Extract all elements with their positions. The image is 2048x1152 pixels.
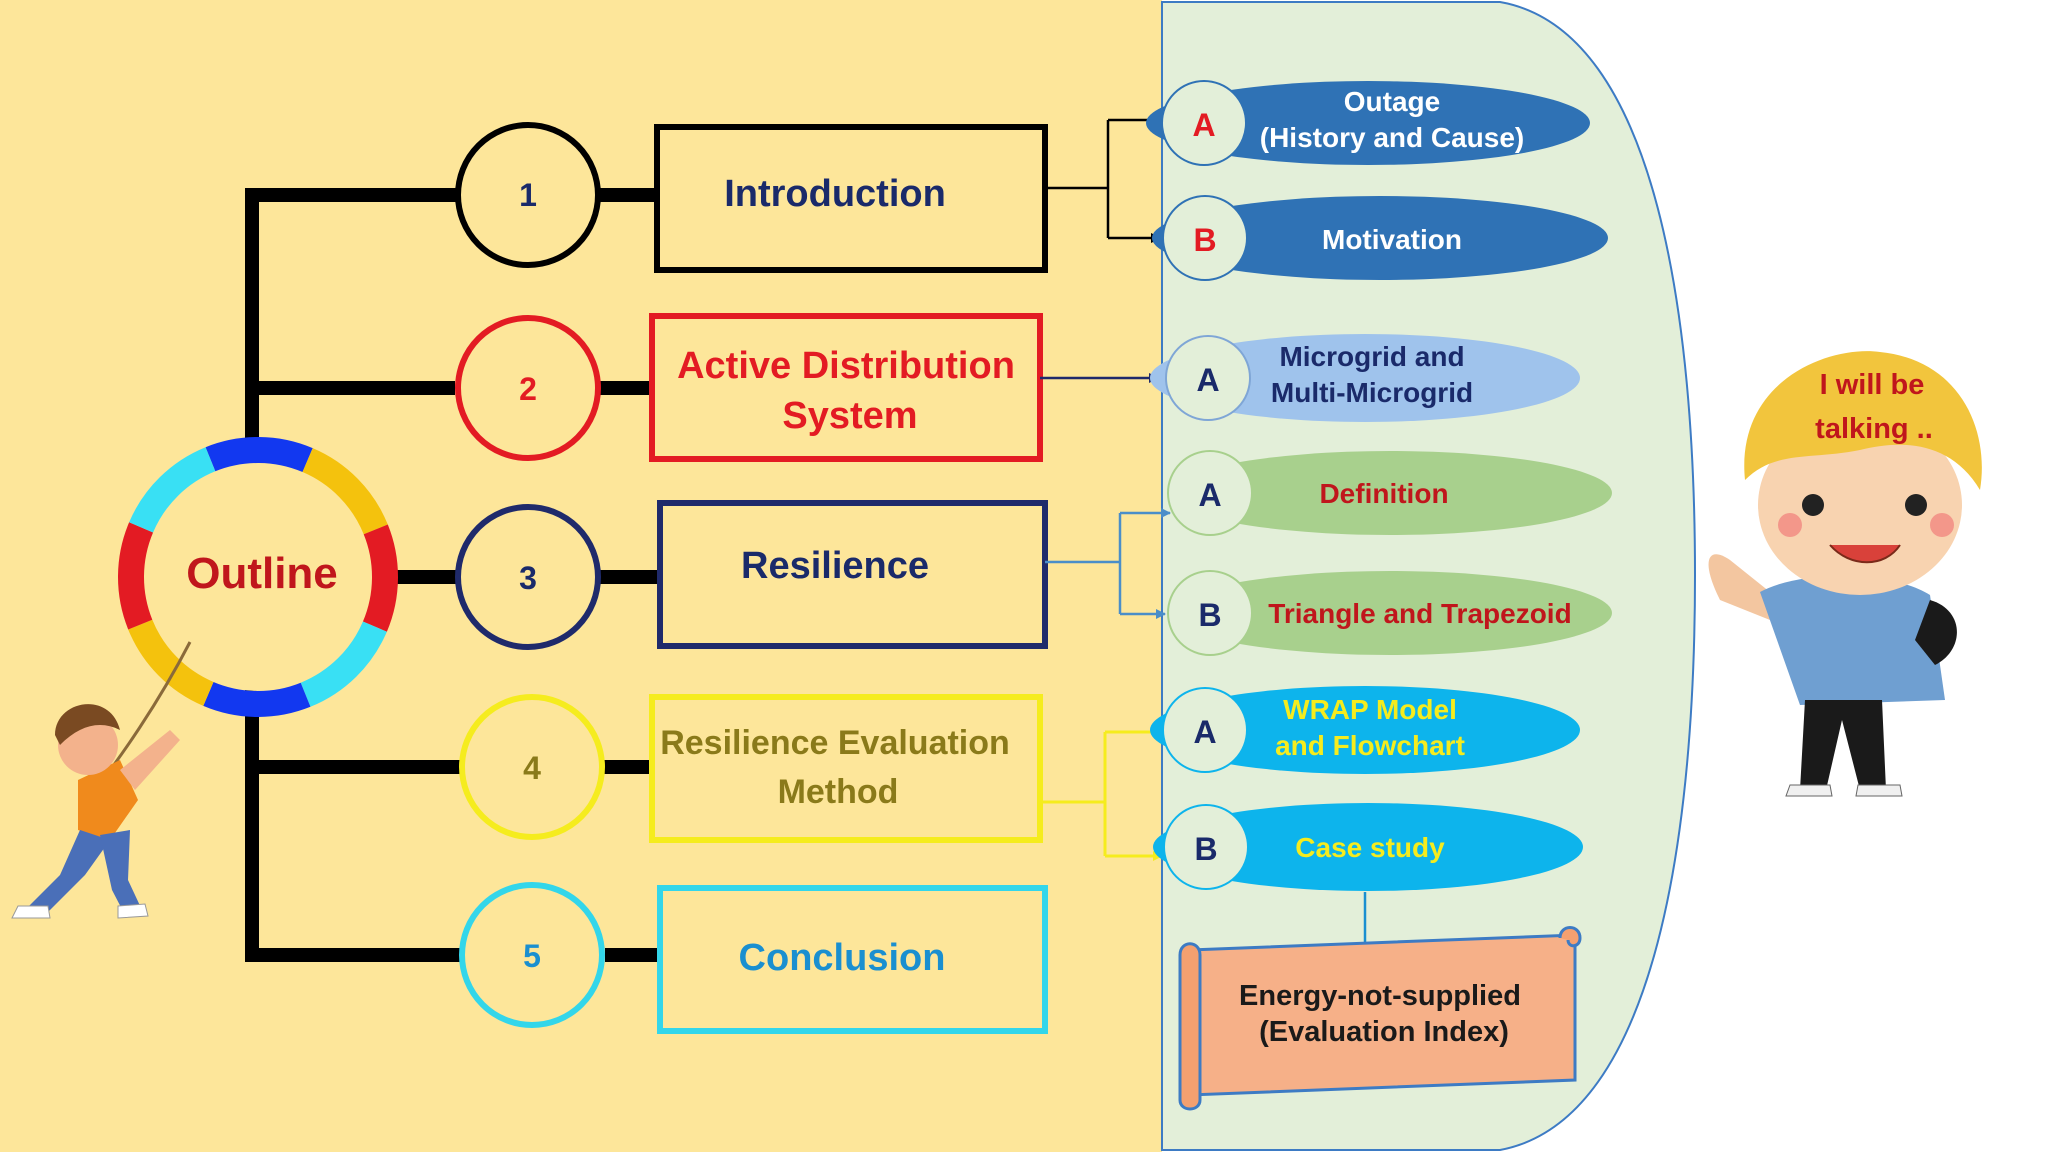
outline-label: Outline (186, 549, 338, 598)
section-box (649, 313, 1043, 462)
subtopic-letter: A (1196, 362, 1219, 398)
subtopic-letter: B (1193, 222, 1216, 258)
ring-center (144, 463, 372, 691)
subtopic-label: Outage (1344, 86, 1440, 117)
tree-connectors (245, 188, 658, 962)
ring-segment (129, 447, 216, 533)
subtopic-label: Microgrid and (1279, 341, 1464, 372)
section-number-circle (455, 122, 601, 268)
section-number: 3 (519, 560, 537, 596)
section-number: 2 (519, 371, 537, 407)
section-number-circle (459, 882, 605, 1028)
section-box (657, 500, 1048, 649)
section-title: Active Distribution (677, 345, 1015, 387)
subtopic-letter: B (1194, 831, 1217, 867)
subtopic-pill: B Triangle and Trapezoid (1167, 570, 1612, 656)
speech-text: I will be (1820, 369, 1925, 401)
section-number: 1 (519, 177, 537, 213)
ring-segment (300, 621, 387, 707)
evaluation-index-scroll: Energy-not-supplied (Evaluation Index) (1178, 926, 1582, 1111)
subtopic-label: WRAP Model (1283, 694, 1457, 725)
subtopic-label: Triangle and Trapezoid (1268, 598, 1571, 629)
section-number-circle (459, 694, 605, 840)
connector-arrows (1040, 115, 1374, 955)
subtopic-label: Definition (1319, 478, 1448, 509)
subtopic-label: Case study (1295, 832, 1445, 863)
subtopic-pill: B Motivation (1152, 195, 1608, 281)
subtopic-letter: A (1193, 714, 1216, 750)
subtopic-pill: B Case study (1153, 803, 1583, 891)
section-5: 5 Conclusion (459, 882, 1048, 1034)
subtopic-label: Motivation (1322, 224, 1462, 255)
section-box (657, 885, 1048, 1034)
subtopic-label-line2: and Flowchart (1275, 730, 1465, 761)
section-box (654, 124, 1048, 273)
section-number: 5 (523, 938, 541, 974)
section-3: 3 Resilience (455, 500, 1048, 650)
subtopic-pill: A Definition (1167, 450, 1612, 536)
ring-segment (205, 437, 313, 473)
subtopic-letter: B (1198, 597, 1221, 633)
subtopic-label-line2: (History and Cause) (1260, 122, 1525, 153)
boy-pointing-illustration (11, 641, 192, 919)
ring-segment (128, 619, 214, 706)
subtopic-pill: A Microgrid and Multi-Microgrid (1150, 334, 1580, 422)
subtopic-pill: A Outage (History and Cause) (1146, 80, 1590, 166)
scroll-text-line2: (Evaluation Index) (1259, 1016, 1509, 1048)
section-title: Conclusion (739, 937, 946, 979)
subtopic-letter: A (1192, 107, 1215, 143)
subtopic-letter: A (1198, 477, 1221, 513)
scroll-text: Energy-not-supplied (1239, 980, 1521, 1012)
section-2: 2 Active Distribution System (455, 313, 1043, 462)
ring-segment (117, 522, 154, 630)
subtopic-pill: A WRAP Model and Flowchart (1150, 686, 1580, 774)
section-title-line2: System (782, 395, 917, 437)
section-box (649, 694, 1043, 843)
speech-text-line2: talking .. (1815, 413, 1933, 445)
section-4: 4 Resilience Evaluation Method (459, 694, 1043, 843)
section-number: 4 (523, 750, 541, 786)
outline-ring (117, 437, 398, 717)
section-title: Resilience Evaluation (660, 724, 1010, 762)
presenter-boy-illustration: I will be talking .. (1708, 351, 1982, 797)
section-number-circle (455, 504, 601, 650)
subtopic-label-line2: Multi-Microgrid (1271, 377, 1473, 408)
section-number-circle (455, 315, 601, 461)
section-title: Resilience (741, 545, 929, 587)
ring-segment (362, 524, 398, 632)
section-title: Introduction (724, 173, 946, 215)
ring-segment (302, 448, 388, 535)
section-1: 1 Introduction (455, 122, 1048, 273)
section-title-line2: Method (778, 773, 899, 811)
ring-segment (203, 681, 311, 717)
